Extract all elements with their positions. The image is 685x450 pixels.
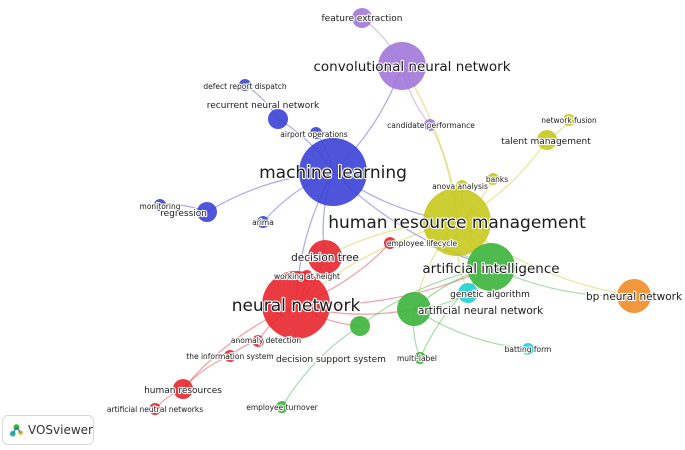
label-bf[interactable]: batting form [504,344,553,355]
node-banks[interactable] [487,173,499,185]
label-et[interactable]: employee turnover [245,402,320,413]
label-nf[interactable]: network fusion [540,115,598,126]
label-ann2[interactable]: artificial neutral networks [106,404,205,415]
node-mlab[interactable] [414,352,426,364]
node-nn[interactable] [262,271,330,339]
node-ann2[interactable] [149,403,161,415]
node-reg[interactable] [197,202,217,222]
label-dt[interactable]: decision tree [290,251,360,265]
label-drd[interactable]: defect report dispatch [202,81,288,92]
link-dss-et [281,325,361,408]
node-el[interactable] [384,237,396,249]
label-cp[interactable]: candidate performance [386,120,476,131]
label-tis[interactable]: the information system [185,351,275,362]
label-rnn[interactable]: recurrent neural network [206,100,321,112]
node-wah[interactable] [301,270,313,282]
vosviewer-badge-label: VOSviewer [27,423,93,437]
label-dss[interactable]: decision support system [275,354,387,366]
node-cp[interactable] [424,119,436,131]
node-hr[interactable] [173,379,193,399]
vosviewer-badge[interactable]: VOSviewer [2,415,94,445]
label-ga[interactable]: genetic algorithm [449,289,531,301]
label-el[interactable]: employee lifecycle [386,238,459,249]
label-mon[interactable]: monitoring [138,201,181,212]
label-hrm[interactable]: human resource management [327,212,587,234]
label-hr[interactable]: human resources [143,385,223,397]
node-ai[interactable] [467,243,515,291]
label-wah[interactable]: working at height [273,271,341,282]
vosviewer-logo-icon [9,424,24,437]
label-ann[interactable]: artificial neural network [417,304,545,318]
label-cnn[interactable]: convolutional neural network [312,58,511,76]
label-fe[interactable]: feature extraction [320,13,403,25]
node-et[interactable] [276,401,288,413]
node-ad[interactable] [252,335,264,347]
node-drd[interactable] [239,79,251,91]
label-reg[interactable]: regression [159,208,208,220]
label-ai[interactable]: artificial intelligence [421,260,560,278]
node-bf[interactable] [522,343,534,355]
node-dss[interactable] [350,316,370,336]
node-layer [149,8,651,415]
node-bpnn[interactable] [617,279,651,313]
node-tis[interactable] [224,350,236,362]
node-rnn[interactable] [268,109,288,129]
node-nf[interactable] [563,114,575,126]
node-hrm[interactable] [423,188,491,256]
label-tm[interactable]: talent management [500,136,592,148]
label-nn[interactable]: neural network [231,295,362,317]
node-dt[interactable] [308,240,342,274]
label-ml[interactable]: machine learning [258,162,408,184]
label-layer: machine learning human resource managemen… [106,13,684,415]
node-arima[interactable] [257,216,269,228]
label-bpnn[interactable]: bp neural network [585,290,684,304]
node-ao[interactable] [310,127,322,139]
node-ann[interactable] [397,292,431,326]
node-mon[interactable] [154,199,166,211]
node-anova[interactable] [456,180,468,192]
node-ml[interactable] [299,138,367,206]
label-arima[interactable]: arima [251,217,275,228]
label-banks[interactable]: banks [485,174,510,185]
label-ao[interactable]: airport operations [279,129,349,140]
node-ga[interactable] [458,283,478,303]
label-mlab[interactable]: multi-label [396,353,438,364]
label-ad[interactable]: anomaly detection [230,335,303,346]
label-anova[interactable]: anova analysis [431,181,489,192]
node-cnn[interactable] [378,42,426,90]
node-tm[interactable] [537,130,557,150]
node-fe[interactable] [352,8,372,28]
